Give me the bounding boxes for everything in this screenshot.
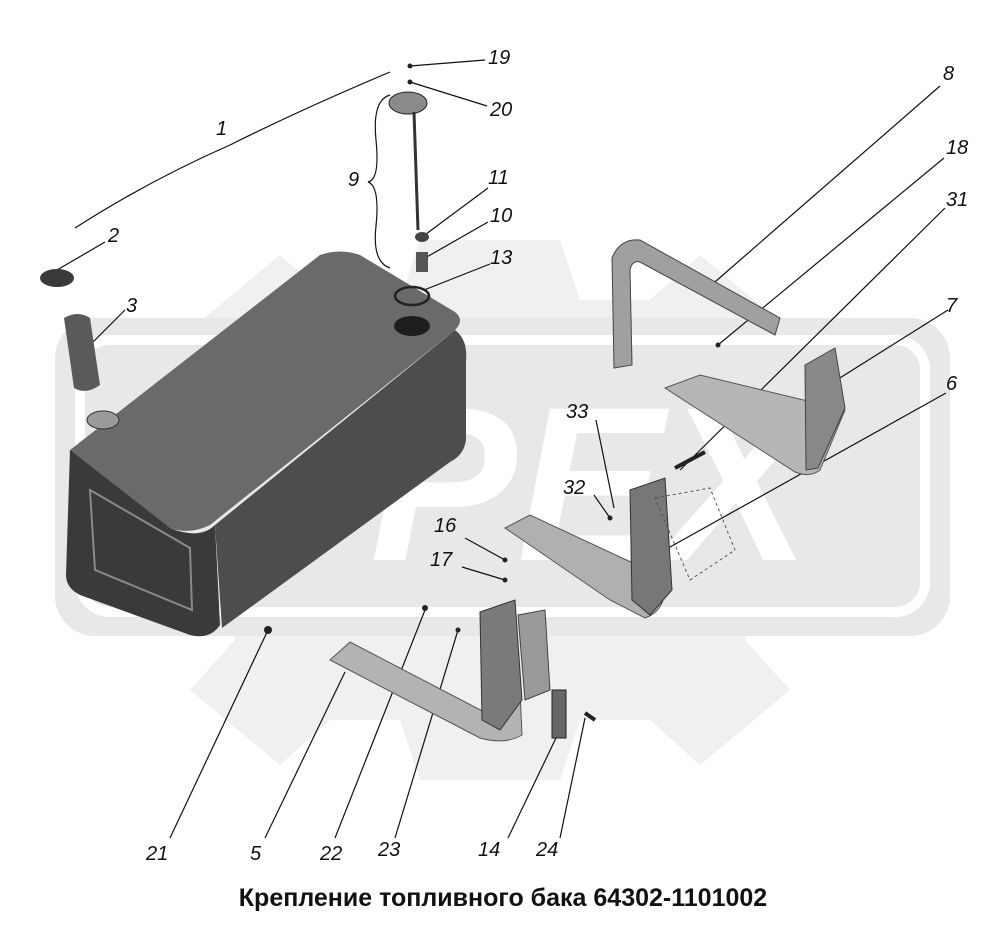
fuel-tank [66, 251, 467, 637]
callout-5: 5 [250, 843, 262, 865]
bracket-7 [663, 347, 846, 476]
callout-2: 2 [107, 225, 119, 247]
callout-3: 3 [126, 295, 137, 317]
callout-8: 8 [943, 63, 954, 85]
sensor-ring [415, 232, 429, 242]
callouts: 1 2 3 5 6 7 8 9 10 11 13 14 16 17 18 19 … [107, 47, 968, 865]
level-sensor [388, 91, 431, 307]
callout-17: 17 [430, 549, 453, 571]
tank-top-face [69, 251, 460, 531]
tank-gauge-port [394, 316, 430, 336]
fasteners [264, 63, 721, 739]
callout-7: 7 [946, 295, 958, 317]
callout-20: 20 [489, 99, 512, 121]
callout-21: 21 [145, 843, 168, 865]
callout-23: 23 [377, 839, 400, 861]
callout-11: 11 [488, 167, 509, 189]
sensor-flange [388, 91, 428, 115]
callout-9: 9 [348, 169, 359, 191]
diagram-caption: Крепление топливного бака 64302-1101002 [238, 884, 768, 912]
tank-side-face [215, 330, 467, 628]
callout-16: 16 [434, 515, 457, 537]
callout-18: 18 [946, 137, 968, 159]
sealing-ring [393, 285, 431, 307]
callout-31: 31 [946, 189, 968, 211]
callout-33: 33 [566, 401, 588, 423]
callout-6: 6 [946, 373, 958, 395]
callout-10: 10 [490, 205, 512, 227]
bracket-5 [329, 599, 551, 742]
tank-filler-neck [86, 410, 120, 430]
callout-1: 1 [216, 118, 227, 140]
callout-14: 14 [478, 839, 500, 861]
filler-cap [40, 269, 74, 287]
callout-22: 22 [319, 843, 342, 865]
sensor-rod [412, 111, 420, 231]
leader-lines [56, 59, 949, 839]
filler-pipe [64, 314, 100, 391]
tank-front-panel [88, 488, 194, 612]
callout-19: 19 [488, 47, 510, 69]
bracket-6 [504, 477, 736, 619]
callout-32: 32 [563, 477, 585, 499]
tank-front-face [66, 450, 220, 637]
callout-13: 13 [490, 247, 512, 269]
sensor-bushing [416, 252, 428, 272]
upper-strap [611, 239, 781, 369]
filler-parts [40, 269, 100, 391]
callout-24: 24 [535, 839, 558, 861]
